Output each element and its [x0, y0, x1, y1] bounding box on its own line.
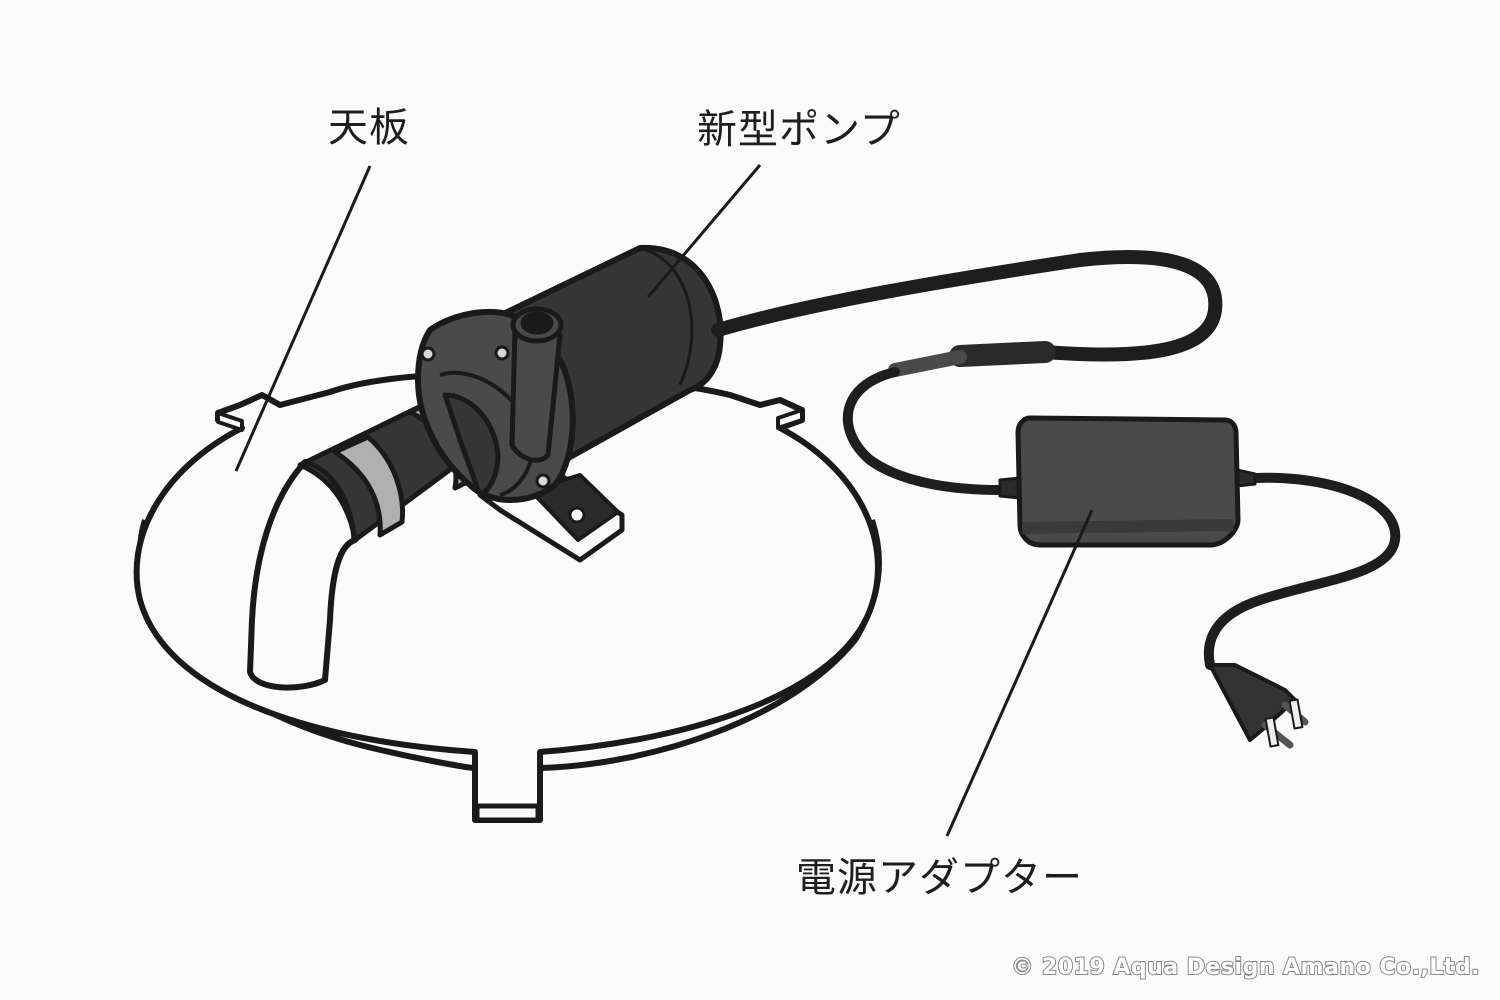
power-plug	[1208, 663, 1309, 749]
label-pump: 新型ポンプ	[697, 107, 901, 153]
copyright-notice: © 2019 Aqua Design Amano Co.,Ltd.	[1010, 954, 1480, 981]
leader-line-pump	[646, 164, 762, 298]
label-top-plate: 天板	[328, 105, 410, 151]
label-power-adapter: 電源アダプター	[796, 855, 1083, 901]
cables	[711, 250, 1401, 670]
pump	[415, 244, 724, 563]
power-adapter	[998, 415, 1257, 548]
leader-line-top-plate	[234, 165, 372, 472]
outlet-pipe	[247, 459, 358, 691]
leader-lines	[234, 164, 1094, 837]
leader-line-adapter	[945, 509, 1094, 837]
